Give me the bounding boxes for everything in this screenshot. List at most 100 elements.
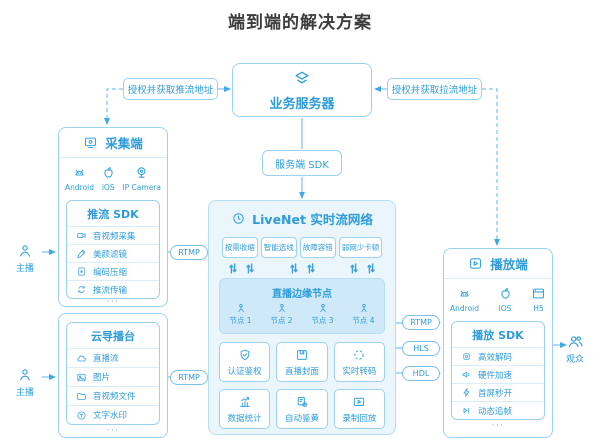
frame-chase-icon (461, 405, 472, 416)
protocol-rtmp-pull: RTMP (402, 315, 440, 330)
h5-browser-icon (531, 286, 546, 301)
platform-ip-camera: IP Camera (122, 165, 161, 192)
feature-pill: 弱网少卡顿 (338, 237, 383, 258)
collector-platforms: Android iOS IP Camera (59, 158, 167, 192)
collector-header: 采集端 (59, 128, 167, 158)
edge-nodes-title: 直播边缘节点 (272, 289, 332, 300)
sdk-item-label: 音视频采集 (93, 231, 136, 242)
transcode-spinner-icon (352, 348, 366, 362)
node-icon (358, 302, 370, 314)
sdk-item-instant-open: 首屏秒开 (452, 383, 544, 401)
livenet-features: 按需收缩 智能选线 故障容错 弱网少卡顿 (213, 237, 391, 258)
service-cell-cover: 直播封面 (276, 342, 328, 382)
player-sdk-title: 播放 SDK (472, 328, 524, 342)
player-header: 播放端 (444, 249, 552, 279)
service-label: 录制回放 (342, 413, 377, 424)
sdk-item-hw-accel: 硬件加速 (452, 365, 544, 383)
anchor-label: 主播 (16, 264, 35, 274)
sdk-item-label: 推流传输 (93, 285, 128, 296)
collector-panel: 采集端 Android iOS IP Camera 推流 SDK 音视频采集 (58, 127, 168, 307)
feature-pill: 故障容错 (299, 237, 336, 258)
video-camera-icon (76, 230, 87, 241)
updown-arrows-icon (307, 262, 315, 275)
business-server-label: 业务服务器 (269, 96, 335, 112)
image-icon (76, 372, 87, 383)
updown-arrows-icon (350, 262, 358, 275)
history-clock-icon (231, 211, 246, 226)
cube-icon (292, 69, 312, 89)
edge-node-label: 节点 1 (229, 316, 252, 325)
node-icon (317, 302, 329, 314)
lightning-icon (461, 387, 472, 398)
updown-arrows-icon (246, 262, 254, 275)
cover-image-icon (295, 348, 309, 362)
livenet-panel: LiveNet 实时流网络 按需收缩 智能选线 故障容错 弱网少卡顿 直播边缘节… (208, 200, 396, 435)
apple-icon (101, 165, 116, 180)
updown-arrows-icon (367, 262, 375, 275)
updown-arrows-group (290, 262, 315, 275)
play-icon (468, 256, 483, 271)
shield-check-icon (238, 348, 252, 362)
feature-pill: 按需收缩 (221, 237, 258, 258)
player-sdk-box: 播放 SDK 高效解码 硬件加速 首屏秒开 动态追帧 (451, 321, 545, 420)
sdk-item-label: 动态追帧 (478, 406, 513, 417)
anchor-label: 主播 (16, 388, 35, 398)
protocol-rtmp-push-top: RTMP (170, 245, 208, 260)
folder-icon (76, 391, 87, 402)
cloud-icon (76, 353, 87, 364)
edge-node: 节点 2 (270, 302, 293, 326)
studio-item-watermark: 文字水印 (67, 405, 159, 424)
more-dots: ··· (491, 421, 505, 431)
sdk-item-encode: 编码压缩 (67, 262, 159, 280)
business-server-box: 业务服务器 (232, 63, 372, 117)
platform-h5: H5 (531, 286, 546, 313)
sdk-item-label: 高效解码 (478, 352, 513, 363)
decode-chip-icon (461, 351, 472, 362)
watermark-text-icon (76, 410, 87, 421)
person-icon (17, 243, 33, 259)
stats-chart-icon (238, 395, 252, 409)
service-label: 实时转码 (342, 366, 377, 377)
livenet-services-grid: 认证鉴权 直播封面 实时转码 数据统计 自动鉴黄 录制回放 (219, 342, 385, 429)
capture-icon (83, 135, 98, 150)
updown-arrows-group (229, 262, 254, 275)
service-cell-auth: 认证鉴权 (219, 342, 271, 382)
anchor-role-bottom: 主播 (16, 367, 34, 398)
studio-item-livestream: 直播流 (67, 348, 159, 367)
service-label: 自动鉴黄 (284, 413, 319, 424)
people-icon (567, 333, 584, 350)
edge-node-label: 节点 2 (270, 316, 293, 325)
more-dots: ··· (106, 297, 120, 307)
server-sdk-pill: 服务端 SDK (262, 150, 342, 176)
edge-node: 节点 1 (229, 302, 252, 326)
cloud-studio-panel: 云导播台 直播流 图片 音视频文件 文字水印 ··· (58, 313, 168, 438)
protocol-hdl-pull: HDL (402, 366, 440, 381)
cloud-studio-box: 云导播台 直播流 图片 音视频文件 文字水印 (66, 322, 160, 425)
platform-label: iOS (101, 183, 115, 192)
platform-android: Android (65, 165, 94, 192)
feature-pill: 智能选线 (260, 237, 297, 258)
service-cell-replay: 录制回放 (333, 389, 385, 429)
transfer-sync-icon (76, 284, 87, 295)
updown-arrows-group (350, 262, 375, 275)
livenet-title: LiveNet 实时流网络 (252, 212, 373, 227)
node-icon (276, 302, 288, 314)
sdk-item-label: 首屏秒开 (478, 388, 513, 399)
player-platforms: Android iOS H5 (444, 279, 552, 313)
android-icon (457, 286, 472, 301)
auth-push-pill: 授权并获取推流地址 (123, 78, 218, 100)
edge-node: 节点 4 (352, 302, 375, 326)
studio-item-image: 图片 (67, 367, 159, 386)
replay-video-icon (352, 395, 366, 409)
player-title: 播放端 (490, 257, 528, 272)
apple-icon (498, 286, 513, 301)
content-review-icon (295, 395, 309, 409)
platform-ios: iOS (498, 286, 513, 313)
livenet-header: LiveNet 实时流网络 (209, 209, 395, 228)
sdk-item-frame-chase: 动态追帧 (452, 401, 544, 419)
service-label: 认证鉴权 (227, 366, 262, 377)
speaker-horn-icon (461, 369, 472, 380)
updown-arrows-icon (229, 262, 237, 275)
encode-compress-icon (76, 266, 87, 277)
